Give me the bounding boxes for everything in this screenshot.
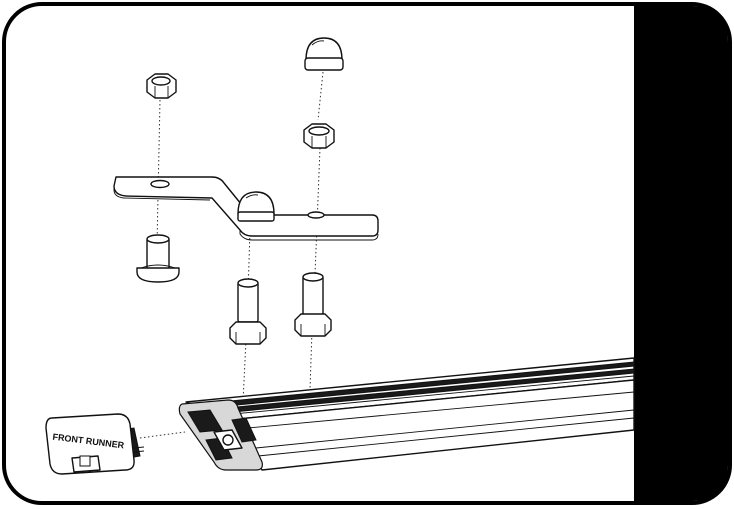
- hex-nut-right: [303, 123, 335, 149]
- button-head-bolt: [136, 234, 180, 283]
- end-cap: FRONT RUNNER: [45, 413, 145, 475]
- mounting-bracket: [113, 176, 379, 241]
- guide-line-top-right: [317, 71, 324, 121]
- hex-nut-left: [146, 73, 177, 99]
- side-tab: [634, 6, 728, 501]
- hex-bolt-center: [229, 278, 267, 345]
- hex-bolt-right: [294, 272, 332, 337]
- dome-cap-nut: [304, 37, 344, 71]
- guide-line-left: [156, 99, 161, 246]
- load-bar-track: [178, 357, 635, 471]
